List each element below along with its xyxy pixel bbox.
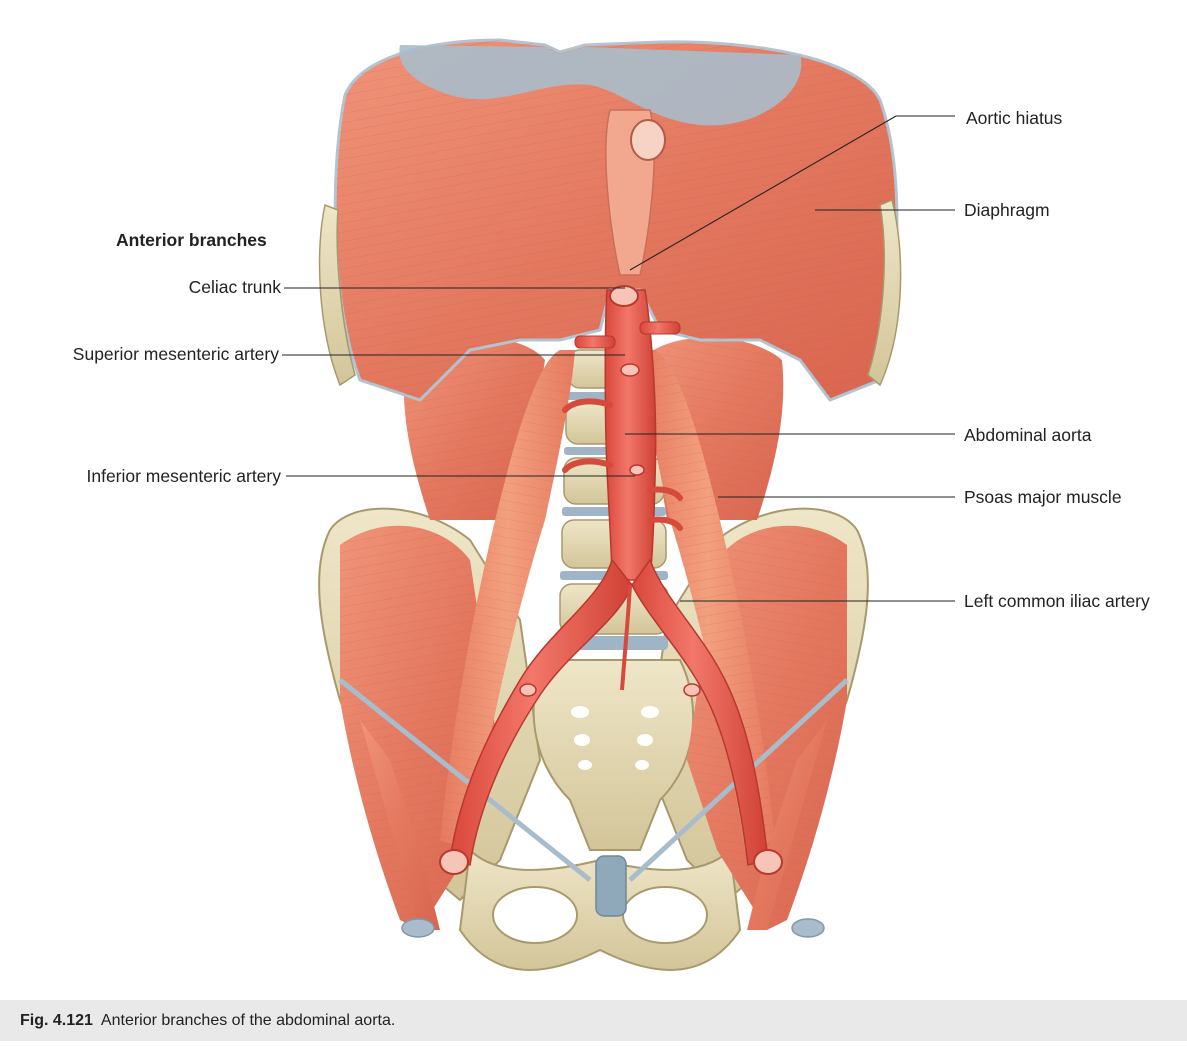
leader-aortic-hiatus: [629, 115, 955, 271]
right-internal-iliac-origin: [519, 683, 537, 697]
right-inguinal-ligament: [338, 678, 592, 882]
diaphragm: [318, 38, 902, 402]
label-inferior-mesenteric-artery: Inferior mesenteric artery: [86, 466, 281, 486]
right-thigh-muscle-end: [360, 720, 440, 930]
left-external-iliac-end: [753, 849, 783, 875]
anterior-branches-heading: Anterior branches: [116, 230, 267, 250]
right-tendon-end: [401, 918, 435, 938]
left-internal-iliac-origin: [683, 683, 701, 697]
right-external-iliac-end: [439, 849, 469, 875]
left-renal-artery: [639, 321, 681, 335]
right-renal-artery: [574, 335, 616, 349]
label-celiac-trunk: Celiac trunk: [188, 277, 281, 297]
anatomy-illustration: [282, 38, 955, 971]
median-sacral-artery: [620, 584, 632, 691]
label-aortic-hiatus: Aortic hiatus: [966, 108, 1063, 128]
label-superior-mesenteric-artery: Superior mesenteric artery: [72, 344, 279, 364]
sacral-foramen: [571, 706, 589, 718]
right-rib-margin: [318, 203, 356, 387]
abdominal-aorta: [439, 285, 783, 875]
label-diaphragm: Diaphragm: [964, 200, 1050, 220]
inferior-mesenteric-origin: [629, 464, 645, 476]
left-rib-margin: [867, 198, 902, 387]
label-abdominal-aorta: Abdominal aorta: [964, 425, 1092, 445]
sacral-foramen: [635, 760, 649, 770]
sacral-foramen: [641, 706, 659, 718]
superior-mesenteric-origin: [620, 363, 640, 377]
figure-caption: Fig. 4.121 Anterior branches of the abdom…: [0, 1000, 1187, 1041]
right-obturator-foramen: [492, 886, 578, 944]
pubic-symphysis: [595, 855, 627, 917]
sacrum: [532, 659, 695, 851]
central-tendon: [399, 45, 802, 126]
caption-text: Anterior branches of the abdominal aorta…: [100, 1012, 396, 1029]
sacral-foramen: [574, 734, 590, 746]
caption-number: Fig. 4.121: [20, 1012, 93, 1029]
leader-lines: [282, 115, 955, 602]
left-thigh-muscle-end: [747, 720, 827, 930]
lumbar-arteries: [562, 398, 683, 531]
esophagus-lumen: [630, 119, 666, 161]
label-left-common-iliac-artery: Left common iliac artery: [964, 591, 1150, 611]
sacral-foramen: [637, 734, 653, 746]
left-obturator-foramen: [622, 886, 708, 944]
celiac-trunk-origin: [609, 285, 639, 307]
left-tendon-end: [791, 918, 825, 938]
sacral-foramen: [578, 760, 592, 770]
label-psoas-major-muscle: Psoas major muscle: [964, 487, 1122, 507]
